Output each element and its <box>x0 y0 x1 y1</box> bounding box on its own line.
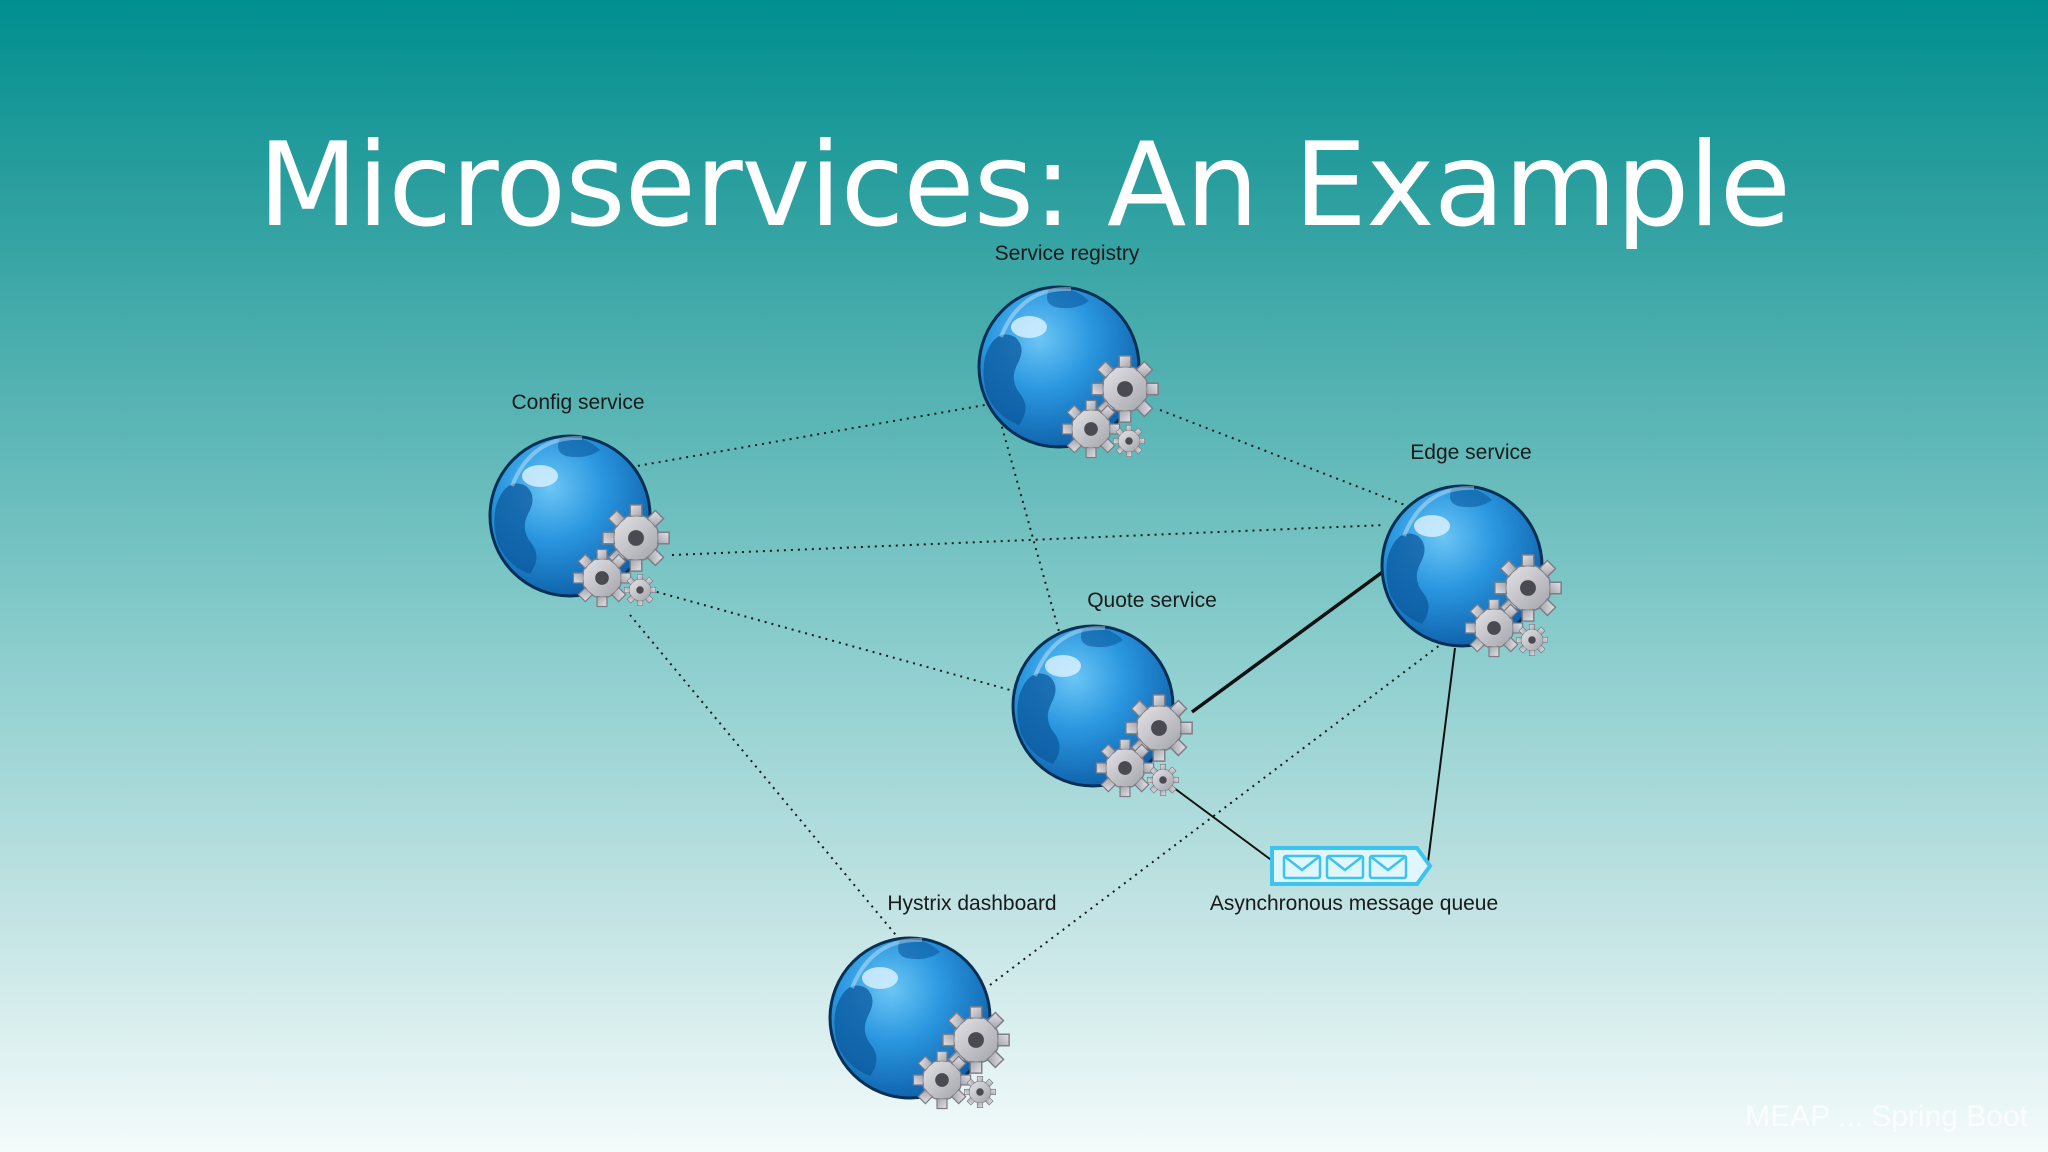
edge-config-quote <box>649 589 1011 691</box>
edge-service-node-icon[interactable] <box>1380 484 1564 658</box>
edge-quote-queue <box>1169 784 1279 866</box>
edge-config-edge <box>671 524 1386 556</box>
config-service-node-icon[interactable] <box>488 434 672 608</box>
quote-service-node-icon[interactable] <box>1011 624 1195 798</box>
hystrix-dashboard-node-icon[interactable] <box>828 936 1012 1110</box>
label-hystrix-dashboard: Hystrix dashboard <box>887 892 1057 915</box>
edge-registry-quote <box>999 419 1061 636</box>
edge-config-hystrix <box>629 614 901 941</box>
slide-title: Microservices: An Example <box>257 118 1791 253</box>
message-queue-icon[interactable] <box>1270 846 1433 886</box>
connection-lines <box>499 404 1456 986</box>
service-nodes <box>488 285 1564 1110</box>
watermark-text: MEAP ... Spring Boot <box>1745 1100 2028 1133</box>
label-config-service: Config service <box>511 391 645 414</box>
label-edge-service: Edge service <box>1410 441 1532 464</box>
service-registry-node-icon[interactable] <box>977 285 1161 459</box>
label-service-registry: Service registry <box>994 242 1140 265</box>
edge-quote-edge <box>1190 566 1390 714</box>
label-message-queue: Asynchronous message queue <box>1209 892 1499 915</box>
edge-edge-queue <box>1427 647 1456 863</box>
edge-hystrix-edge <box>989 644 1441 986</box>
edge-config-registry <box>499 404 986 491</box>
label-quote-service: Quote service <box>1087 589 1217 612</box>
edge-registry-edge <box>1159 409 1406 506</box>
